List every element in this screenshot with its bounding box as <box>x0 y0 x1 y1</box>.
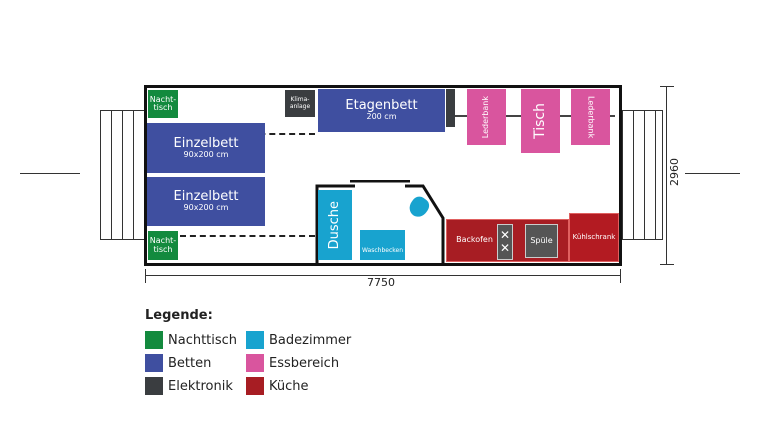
lederbank-1-label: Lederbank <box>481 95 491 139</box>
legend-label: Betten <box>168 355 212 371</box>
legend-swatch <box>246 377 264 395</box>
cooktop-icon: ✕✕ <box>497 224 513 260</box>
nachttisch-bottom: Nacht- tisch <box>148 231 178 260</box>
etagenbett-size: 200 cm <box>366 112 397 122</box>
etagenbett-title: Etagenbett <box>345 98 418 114</box>
height-dimension-line <box>666 86 667 264</box>
dim-tick <box>620 269 621 283</box>
lederbank-2-label: Lederbank <box>586 95 596 139</box>
legend-item-betten: Betten <box>145 354 211 372</box>
legend-item-badezimmer: Badezimmer <box>246 331 351 349</box>
legend-label: Essbereich <box>269 355 340 371</box>
electronics-unit <box>446 89 455 127</box>
etagenbett: Etagenbett 200 cm <box>318 89 445 132</box>
klimaanlage: Klima- anlage <box>285 90 315 117</box>
einzelbett-1-title: Einzelbett <box>173 135 239 151</box>
lederbank-2: Lederbank <box>571 89 610 145</box>
legend-label: Badezimmer <box>269 332 352 348</box>
right-stairs <box>622 110 663 240</box>
height-dimension: 2960 <box>668 158 681 186</box>
legend-swatch <box>246 331 264 349</box>
legend-item-kueche: Küche <box>246 377 309 395</box>
lederbank-1: Lederbank <box>467 89 506 145</box>
legend-swatch <box>145 354 163 372</box>
width-dimension: 7750 <box>367 276 395 289</box>
dusche-label: Dusche <box>327 200 343 250</box>
einzelbett-2-size: 90x200 cm <box>183 203 229 213</box>
divider-line <box>180 235 315 237</box>
einzelbett-1: Einzelbett 90x200 cm <box>147 123 265 173</box>
einzelbett-1-size: 90x200 cm <box>183 149 229 159</box>
dim-tick <box>145 269 146 283</box>
center-line-left <box>20 173 80 174</box>
left-stairs <box>100 110 145 240</box>
bathroom-walls <box>315 180 445 264</box>
width-dimension-line <box>145 275 620 276</box>
tisch: Tisch <box>521 89 560 153</box>
legend-swatch <box>246 354 264 372</box>
center-line-right <box>685 173 740 174</box>
spuele: Spüle <box>525 224 558 258</box>
legend-label: Küche <box>269 378 309 394</box>
backofen: Backofen <box>456 235 493 245</box>
kuehlschrank: Kühlschrank <box>569 213 619 262</box>
legend-item-elektronik: Elektronik <box>145 377 233 395</box>
nachttisch-top: Nacht- tisch <box>148 90 178 118</box>
waschbecken: Waschbecken <box>360 230 405 260</box>
legend-swatch <box>145 331 163 349</box>
dusche: Dusche <box>318 190 352 260</box>
legend-item-nachttisch: Nachttisch <box>145 331 237 349</box>
legend-label: Elektronik <box>168 378 233 394</box>
tisch-label: Tisch <box>532 103 549 139</box>
legend-title: Legende: <box>145 308 213 323</box>
legend-item-essbereich: Essbereich <box>246 354 339 372</box>
einzelbett-2-title: Einzelbett <box>173 189 239 205</box>
legend-label: Nachttisch <box>168 332 238 348</box>
legend-swatch <box>145 377 163 395</box>
dim-tick <box>660 86 674 87</box>
dim-tick <box>660 264 674 265</box>
einzelbett-2: Einzelbett 90x200 cm <box>147 177 265 226</box>
